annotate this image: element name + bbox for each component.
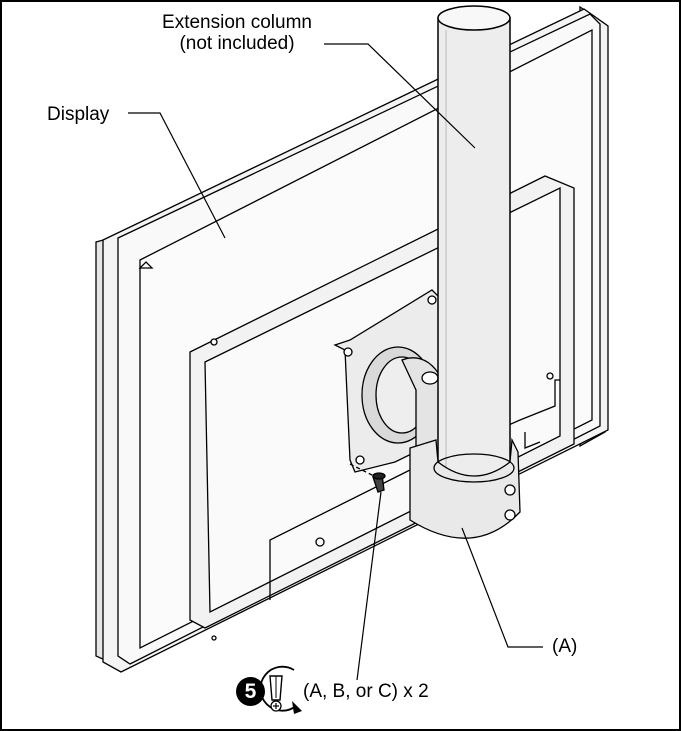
mounting-screw: [349, 463, 386, 493]
swivel-hub: [361, 346, 449, 451]
extension-column-label: Extension column (not included): [130, 12, 344, 54]
part-a-label: (A): [552, 636, 578, 657]
extension-column: [437, 5, 511, 489]
column-clamp-a: [409, 437, 521, 539]
extension-column-label-line1: Extension column: [162, 12, 312, 33]
extension-column-label-line2: (not included): [179, 33, 295, 54]
display-label: Display: [47, 104, 110, 125]
step-instruction: (A, B, or C) x 2: [303, 681, 429, 702]
screwdriver-tighten-icon: [259, 665, 302, 714]
leader-lines: [128, 43, 543, 681]
step-number-badge: 5: [236, 677, 265, 706]
